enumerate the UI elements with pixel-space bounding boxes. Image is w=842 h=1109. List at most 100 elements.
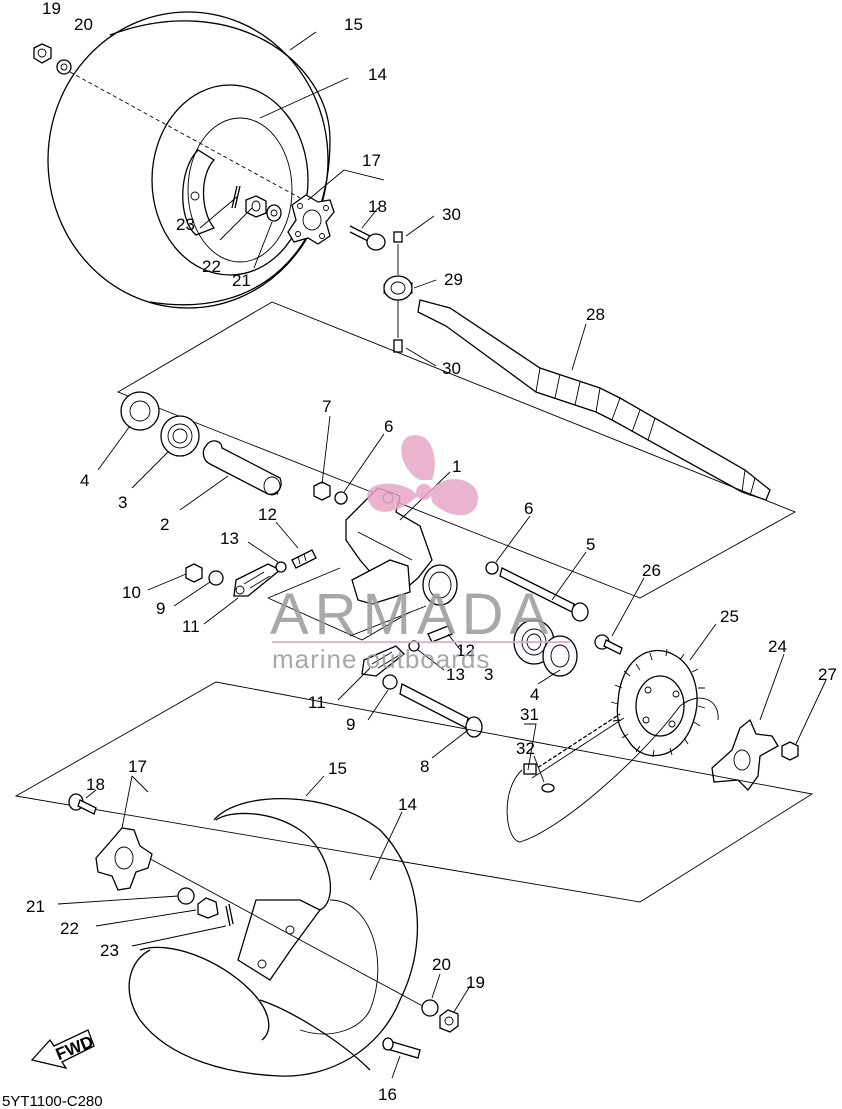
- nut-10: [185, 563, 203, 583]
- callout-20-upper: 20: [74, 15, 93, 34]
- lock-nut-29: [383, 275, 413, 301]
- callout-1: 1: [452, 457, 461, 476]
- stud-bolt-18-lower: [68, 793, 97, 815]
- axle-centerline-upper: [69, 71, 301, 199]
- callout-32: 32: [516, 739, 535, 758]
- armada-watermark: ARMADA marine outboards: [270, 435, 570, 674]
- callout-9-upper: 9: [156, 599, 165, 618]
- callout-6-lower: 6: [524, 499, 533, 518]
- nut-22-lower: [197, 897, 219, 919]
- set-screw-30-upper: [393, 231, 403, 243]
- diagram-code: 5YT1100-C280: [2, 1093, 103, 1109]
- washer-9-upper: [208, 570, 224, 586]
- rear-sprocket-25: [610, 648, 706, 758]
- callout-25: 25: [720, 607, 739, 626]
- callout-18-upper: 18: [368, 197, 387, 216]
- bolt-8: [399, 683, 483, 738]
- chain-joint-32: [523, 763, 555, 793]
- callout-9-lower: 9: [346, 715, 355, 734]
- cotter-pin-23-lower: [225, 903, 234, 927]
- callout-18-lower: 18: [86, 775, 105, 794]
- leader-lines: [57, 31, 827, 1079]
- nut-13-upper: [275, 561, 287, 573]
- callout-20-lower: 20: [432, 955, 451, 974]
- callout-24: 24: [768, 637, 787, 656]
- callout-21-upper: 21: [232, 271, 251, 290]
- washer-21-lower: [177, 887, 195, 905]
- nut-27: [781, 741, 799, 761]
- wheel-hub-17-upper: [287, 194, 335, 245]
- callout-21-lower: 21: [26, 897, 45, 916]
- callout-4-left: 4: [80, 471, 89, 490]
- watermark-tagline: marine outboards: [272, 644, 490, 674]
- nut-19-lower: [439, 1009, 459, 1033]
- guide-lines-middle: [267, 567, 427, 641]
- upper-wheel-tire: [47, 11, 331, 309]
- nut-19-upper: [33, 43, 52, 64]
- spacer-tube-2: [202, 440, 282, 496]
- callout-15-lower: 15: [328, 759, 347, 778]
- axle-centerline-lower: [129, 847, 431, 1011]
- washer-20-upper: [56, 59, 72, 75]
- washer-20-lower: [421, 999, 439, 1017]
- callout-28: 28: [586, 305, 605, 324]
- callout-17-lower: 17: [128, 757, 147, 776]
- callout-14-lower: 14: [398, 795, 417, 814]
- wheel-hub-17-lower: [95, 827, 153, 891]
- callout-5: 5: [586, 535, 595, 554]
- drive-chain-31: [506, 697, 719, 843]
- callout-11-lower: 11: [308, 693, 326, 712]
- bolt-5: [499, 567, 589, 622]
- washer-21-upper: [266, 204, 282, 222]
- callout-13-lower: 13: [446, 665, 465, 684]
- callout-11-upper: 11: [182, 617, 200, 636]
- oil-seal-4-right: [542, 635, 578, 677]
- assembly-guide-lines-upper: [116, 301, 797, 599]
- callout-31: 31: [520, 705, 539, 724]
- callout-7: 7: [322, 397, 331, 416]
- callout-16: 16: [378, 1085, 397, 1104]
- callout-13-upper: 13: [220, 529, 239, 548]
- callout-15-upper: 15: [344, 15, 363, 34]
- set-screw-30-lower: [393, 339, 403, 353]
- callout-23-lower: 23: [100, 941, 119, 960]
- callout-17-upper: 17: [362, 151, 381, 170]
- washer-6-upper: [334, 491, 348, 505]
- callout-30-upper: 30: [442, 205, 461, 224]
- nut-22-upper: [245, 195, 267, 218]
- axle-housing-1: [345, 487, 458, 606]
- washer-9-lower: [382, 674, 398, 690]
- rear-axle-28: [417, 299, 771, 501]
- callout-22-lower: 22: [60, 919, 79, 938]
- callout-29: 29: [444, 270, 463, 289]
- propeller-logo-icon: [367, 435, 479, 516]
- callout-2: 2: [160, 515, 169, 534]
- fwd-arrow: FWD: [30, 1029, 96, 1070]
- stud-bolt-18-upper: [349, 225, 386, 251]
- callout-8: 8: [420, 757, 429, 776]
- cotter-pin-23-upper: [231, 185, 241, 209]
- callout-22-upper: 22: [202, 257, 221, 276]
- callout-12-lower: 12: [456, 641, 475, 660]
- chain-adjuster-11-upper: [233, 563, 282, 597]
- sprocket-hub-24: [711, 718, 779, 792]
- callout-30-lower: 30: [442, 359, 461, 378]
- chain-adjuster-11-lower: [361, 645, 405, 677]
- callout-26: 26: [642, 561, 661, 580]
- callout-27: 27: [818, 665, 837, 684]
- callout-6-upper: 6: [384, 417, 393, 436]
- callout-numbers: 19 20 15 14 17 18 30 29 23 22 21 28 30 7…: [26, 0, 837, 1104]
- callout-3-left: 3: [118, 493, 127, 512]
- washer-6-lower: [485, 561, 499, 575]
- bolt-12-lower: [427, 625, 453, 643]
- nut-7: [313, 481, 331, 501]
- bolt-26: [594, 634, 623, 655]
- assembly-guide-lines-lower: [14, 681, 814, 903]
- callout-10: 10: [122, 583, 141, 602]
- callout-3-right: 3: [484, 665, 493, 684]
- callout-4-right: 4: [530, 685, 539, 704]
- callout-19-upper: 19: [42, 0, 61, 18]
- callout-14-upper: 14: [368, 65, 387, 84]
- bearing-3-left: [160, 415, 200, 457]
